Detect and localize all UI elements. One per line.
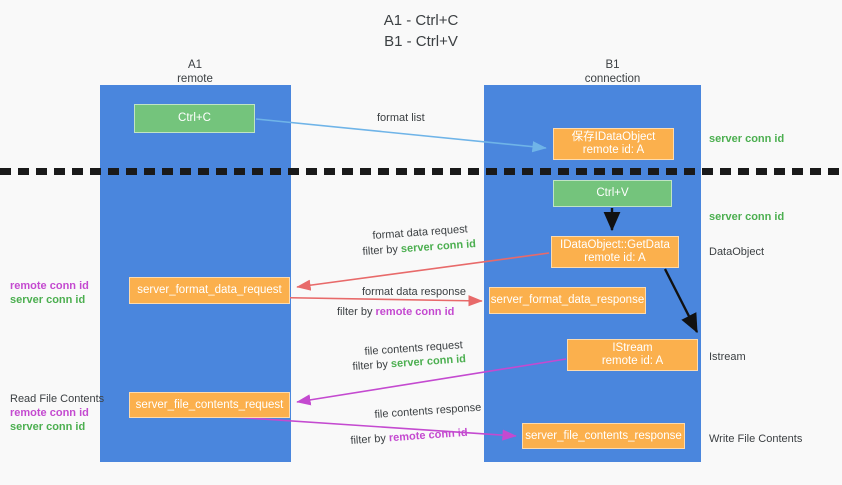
node-server-file-contents-response[interactable]: server_file_contents_response xyxy=(522,423,685,449)
edge-label-format-data-response-filter: filter by remote conn id xyxy=(337,305,454,319)
node-server-file-contents-request-label: server_file_contents_request xyxy=(135,398,284,411)
filter-prefix: filter by xyxy=(352,358,392,373)
title-line-1: A1 - Ctrl+C xyxy=(383,12,459,29)
annotation-server-conn-id-top: server conn id xyxy=(709,133,785,145)
node-server-format-data-request-label: server_format_data_request xyxy=(137,284,282,296)
annotation-remote-conn-id-a: remote conn id xyxy=(10,280,89,292)
node-server-format-data-response[interactable]: server_format_data_response xyxy=(489,287,646,314)
annotation-conn-ids-format: remote conn id server conn id xyxy=(10,279,89,307)
node-ctrl-c-label: Ctrl+C xyxy=(178,112,211,124)
filter-prefix: filter by xyxy=(350,432,390,447)
arrow-getdata-to-istream xyxy=(663,268,699,334)
node-ctrl-v-label: Ctrl+V xyxy=(596,187,629,199)
node-istream-line1: IStream xyxy=(612,342,653,354)
column-a1-name: A1 xyxy=(187,59,203,71)
phase-divider xyxy=(0,168,842,175)
node-server-file-contents-response-label: server_file_contents_response xyxy=(525,429,682,442)
annotation-server-conn-id-b: server conn id xyxy=(10,421,86,433)
arrow-format-list xyxy=(255,118,547,153)
column-b1-subtitle: connection xyxy=(584,73,641,85)
page-title: A1 - Ctrl+C B1 - Ctrl+V xyxy=(0,10,842,52)
column-header-a1: A1 remote xyxy=(119,58,271,86)
annotation-conn-ids-file: Read File Contents remote conn id server… xyxy=(10,392,104,434)
annotation-write-file-contents: Write File Contents xyxy=(709,433,803,445)
column-a1-subtitle: remote xyxy=(177,73,213,85)
filter-prefix: filter by xyxy=(337,306,376,318)
annotation-server-conn-id-mid: server conn id xyxy=(709,211,785,223)
edge-label-format-data-response: format data response xyxy=(362,286,466,298)
node-idataobject-getdata[interactable]: IDataObject::GetData remote id: A xyxy=(551,236,679,268)
node-idataobject-line1: 保存IDataObject xyxy=(571,131,656,143)
node-server-format-data-response-label: server_format_data_response xyxy=(490,294,645,306)
annotation-remote-conn-id-b: remote conn id xyxy=(10,407,89,419)
node-server-format-data-request[interactable]: server_format_data_request xyxy=(129,277,290,304)
annotation-server-conn-id-a: server conn id xyxy=(10,294,86,306)
column-header-b1: B1 connection xyxy=(525,58,700,86)
node-server-file-contents-request[interactable]: server_file_contents_request xyxy=(129,392,290,418)
annotation-dataobject: DataObject xyxy=(709,246,765,258)
filter-prefix: filter by xyxy=(362,243,402,258)
node-ctrl-v[interactable]: Ctrl+V xyxy=(553,180,672,207)
filter-value-remote-conn-id: remote conn id xyxy=(375,306,455,318)
title-line-2: B1 - Ctrl+V xyxy=(384,33,458,50)
arrow-format-data-request xyxy=(296,252,550,291)
arrow-file-contents-request xyxy=(296,358,567,406)
node-istream[interactable]: IStream remote id: A xyxy=(567,339,698,371)
node-idataobject[interactable]: 保存IDataObject remote id: A xyxy=(553,128,674,160)
annotation-istream: Istream xyxy=(709,351,746,363)
node-getdata-line1: IDataObject::GetData xyxy=(560,239,670,251)
column-b1-name: B1 xyxy=(605,59,620,71)
node-getdata-line2: remote id: A xyxy=(584,252,646,264)
node-ctrl-c[interactable]: Ctrl+C xyxy=(134,104,255,133)
node-istream-line2: remote id: A xyxy=(601,355,664,367)
edge-label-format-list: format list xyxy=(377,112,425,124)
annotation-read-file-contents: Read File Contents xyxy=(10,393,105,405)
node-idataobject-line2: remote id: A xyxy=(582,144,645,156)
